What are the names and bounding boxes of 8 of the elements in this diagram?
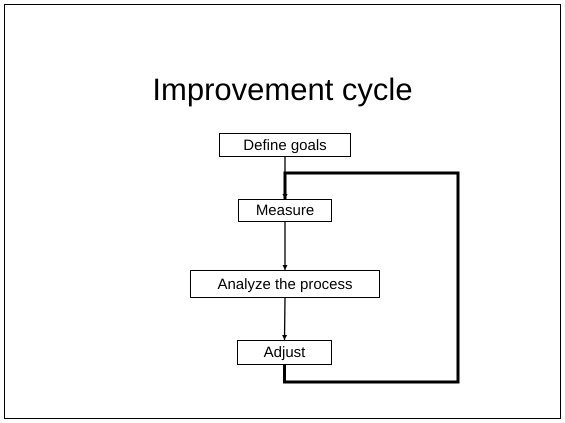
process-box: Measure	[238, 199, 332, 222]
arrow	[282, 222, 288, 270]
feedback-arrow	[282, 172, 460, 384]
process-box: Adjust	[237, 340, 332, 365]
process-box: Define goals	[219, 133, 351, 157]
title: Improvement cycle	[151, 72, 414, 108]
arrow	[282, 298, 288, 340]
process-box: Analyze the process	[190, 270, 380, 298]
